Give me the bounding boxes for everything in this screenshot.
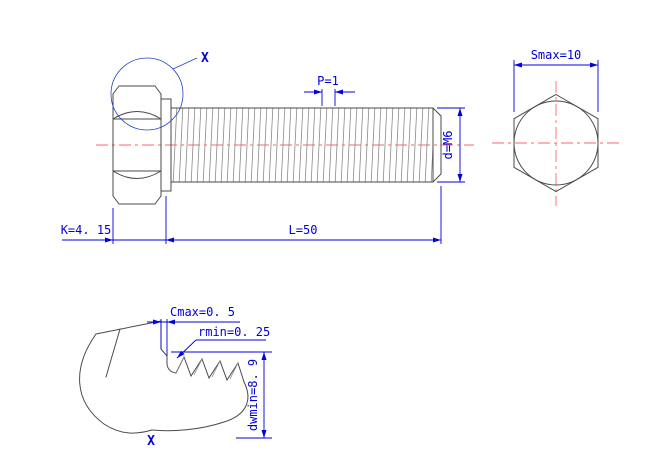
- dim-width-across: Smax=10: [513, 48, 599, 112]
- dim-head-and-length: K=4. 15 L=50: [61, 186, 442, 244]
- detail-callout-leader: [172, 57, 198, 70]
- detail-callout-circle: [110, 57, 184, 131]
- detail-marker-label: X: [201, 51, 209, 66]
- dim-dwmin-label: dwmin=8. 9: [246, 359, 260, 431]
- dim-chamfer: Cmax=0. 5: [147, 305, 240, 356]
- detail-threads: [151, 355, 249, 432]
- hexagon-outline: [513, 93, 599, 193]
- bolt-side-view: X P=1 d=M6 K=: [61, 51, 474, 244]
- dim-length-label: L=50: [289, 223, 318, 237]
- dim-rmin-label: rmin=0. 25: [198, 325, 270, 339]
- dim-pitch-label: P=1: [317, 74, 339, 88]
- dim-pitch: P=1: [304, 74, 355, 106]
- dim-fillet: rmin=0. 25: [176, 325, 270, 359]
- dim-diameter-label: d=M6: [441, 131, 455, 160]
- hex-head-side: [112, 85, 162, 205]
- washer-flange: [160, 98, 172, 192]
- threaded-shank: [170, 107, 442, 183]
- chamfer-circle: [513, 100, 599, 186]
- dim-smax-label: Smax=10: [531, 48, 582, 62]
- dim-head-height-label: K=4. 15: [61, 223, 112, 237]
- hex-end-view: Smax=10: [492, 48, 620, 206]
- detail-view-x: Cmax=0. 5 rmin=0. 25 dwmin=8. 9 X: [79, 305, 272, 449]
- dim-diameter: d=M6: [437, 107, 465, 183]
- detail-view-marker-label: X: [147, 434, 155, 449]
- dim-washer-diameter: dwmin=8. 9: [171, 351, 272, 439]
- detail-head-outline: [79, 320, 177, 434]
- dim-cmax-label: Cmax=0. 5: [170, 305, 235, 319]
